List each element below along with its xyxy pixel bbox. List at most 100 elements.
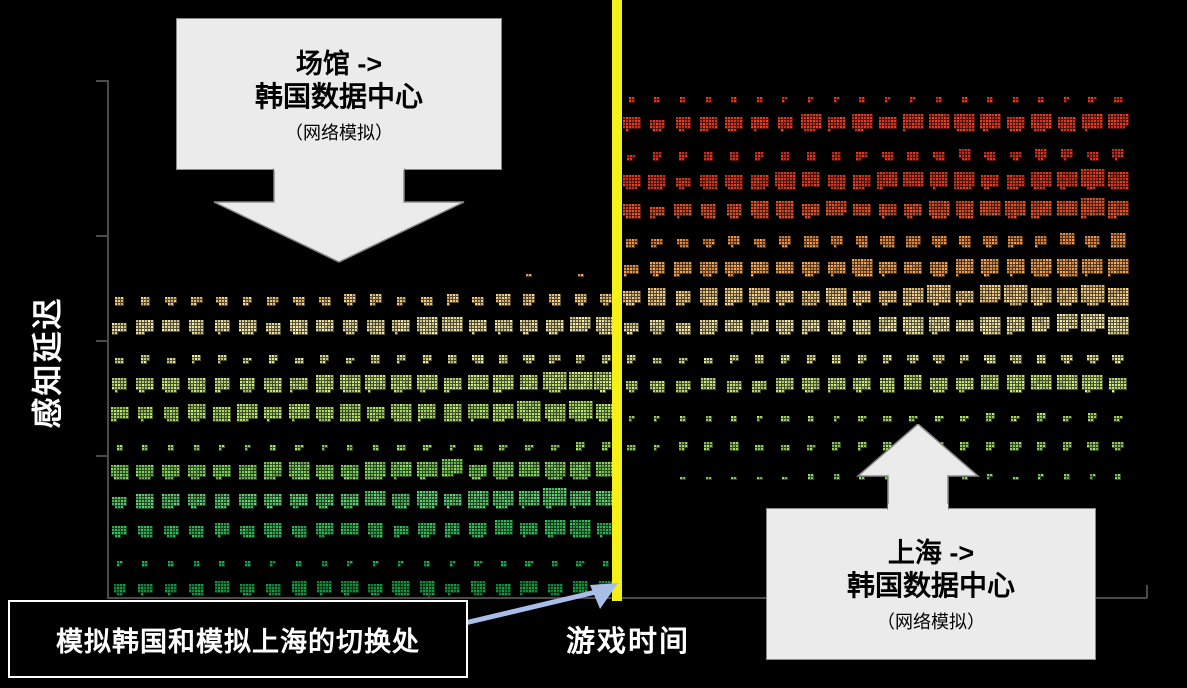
heatmap-block — [1059, 233, 1075, 248]
heatmap-block — [979, 201, 1001, 219]
heatmap-block — [987, 474, 994, 480]
heatmap-block — [543, 372, 567, 393]
heatmap-block — [264, 462, 283, 480]
heatmap-block — [216, 297, 229, 306]
heatmap-block — [654, 445, 661, 451]
heatmap-block — [960, 442, 970, 451]
heatmap-block — [264, 407, 283, 422]
heatmap-block — [168, 445, 174, 451]
heatmap-block — [163, 526, 179, 538]
heatmap-block — [987, 97, 994, 103]
heatmap-block — [806, 152, 816, 161]
heatmap-block — [416, 462, 438, 480]
heatmap-block — [753, 239, 766, 248]
heatmap-block — [1005, 201, 1027, 219]
heatmap-block — [392, 581, 411, 596]
heatmap-block — [1107, 114, 1129, 132]
heatmap-block — [675, 291, 691, 306]
heatmap-block — [1110, 233, 1126, 248]
heatmap-block — [802, 291, 820, 306]
heatmap-block — [960, 416, 970, 422]
heatmap-block — [857, 355, 867, 364]
heatmap-block — [419, 581, 435, 596]
heatmap-block — [137, 584, 153, 596]
heatmap-block — [112, 378, 128, 393]
heatmap-block — [802, 320, 820, 335]
heatmap-block — [187, 494, 206, 509]
heatmap-block — [1058, 117, 1076, 132]
heatmap-block — [881, 152, 894, 161]
heatmap-block — [603, 561, 610, 567]
heatmap-block — [982, 236, 998, 248]
heatmap-block — [396, 297, 406, 306]
heatmap-block — [520, 523, 539, 538]
heatmap-block — [780, 152, 790, 161]
heatmap-block — [244, 445, 251, 451]
heatmap-block — [494, 520, 513, 538]
heatmap-block — [780, 355, 790, 364]
heatmap-block — [493, 404, 515, 422]
callout-shanghai-line1: 上海 -> — [887, 537, 975, 568]
heatmap-block — [651, 239, 664, 248]
heatmap-block — [704, 442, 714, 451]
heatmap-block — [112, 526, 128, 538]
heatmap-block — [240, 526, 256, 538]
heatmap-block — [393, 526, 409, 538]
heatmap-block — [649, 320, 665, 335]
heatmap-block — [264, 523, 283, 538]
heatmap-block — [472, 355, 485, 364]
heatmap-block — [780, 445, 790, 451]
heatmap-block — [1035, 149, 1048, 161]
heatmap-block — [577, 274, 584, 277]
heatmap-block — [705, 477, 712, 480]
heatmap-block — [499, 445, 509, 451]
heatmap-block — [601, 355, 611, 364]
heatmap-block — [193, 445, 200, 451]
heatmap-block — [699, 117, 718, 132]
heatmap-blocks — [108, 78, 1148, 598]
heatmap-block — [808, 97, 814, 103]
heatmap-block — [520, 581, 539, 596]
heatmap-block — [189, 320, 205, 335]
heatmap-block — [189, 584, 205, 596]
heatmap-block — [365, 462, 387, 480]
heatmap-block — [110, 407, 129, 422]
heatmap-block — [678, 152, 688, 161]
heatmap-block — [573, 581, 589, 596]
heatmap-block — [627, 355, 637, 364]
heatmap-block — [981, 259, 1000, 277]
heatmap-block — [1009, 442, 1022, 451]
heatmap-block — [110, 465, 129, 480]
heatmap-block — [1080, 198, 1105, 219]
heatmap-block — [958, 149, 971, 161]
heatmap-block — [725, 288, 744, 306]
callout-shanghai-arrow-up-icon — [855, 424, 981, 510]
switch-label-box: 模拟韩国和模拟上海的切换处 — [8, 600, 468, 678]
heatmap-block — [627, 445, 637, 451]
heatmap-block — [1030, 114, 1052, 132]
heatmap-block — [469, 523, 488, 538]
heatmap-block — [601, 442, 611, 451]
heatmap-block — [902, 172, 924, 190]
heatmap-block — [984, 152, 997, 161]
heatmap-block — [294, 445, 304, 451]
heatmap-block — [1107, 259, 1129, 277]
heatmap-block — [802, 262, 820, 277]
heatmap-block — [290, 494, 308, 509]
heatmap-block — [725, 175, 744, 190]
heatmap-block — [726, 381, 742, 393]
heatmap-block — [654, 97, 661, 103]
heatmap-block — [827, 262, 846, 277]
heatmap-block — [187, 465, 206, 480]
heatmap-block — [649, 120, 665, 132]
heatmap-block — [570, 317, 592, 335]
heatmap-block — [165, 584, 177, 596]
heatmap-block — [979, 317, 1001, 335]
heatmap-block — [392, 494, 411, 509]
heatmap-block — [500, 561, 507, 567]
heatmap-block — [675, 323, 691, 335]
heatmap-block — [366, 320, 385, 335]
heatmap-block — [750, 117, 769, 132]
heatmap-block — [933, 152, 945, 161]
heatmap-block — [675, 117, 691, 132]
